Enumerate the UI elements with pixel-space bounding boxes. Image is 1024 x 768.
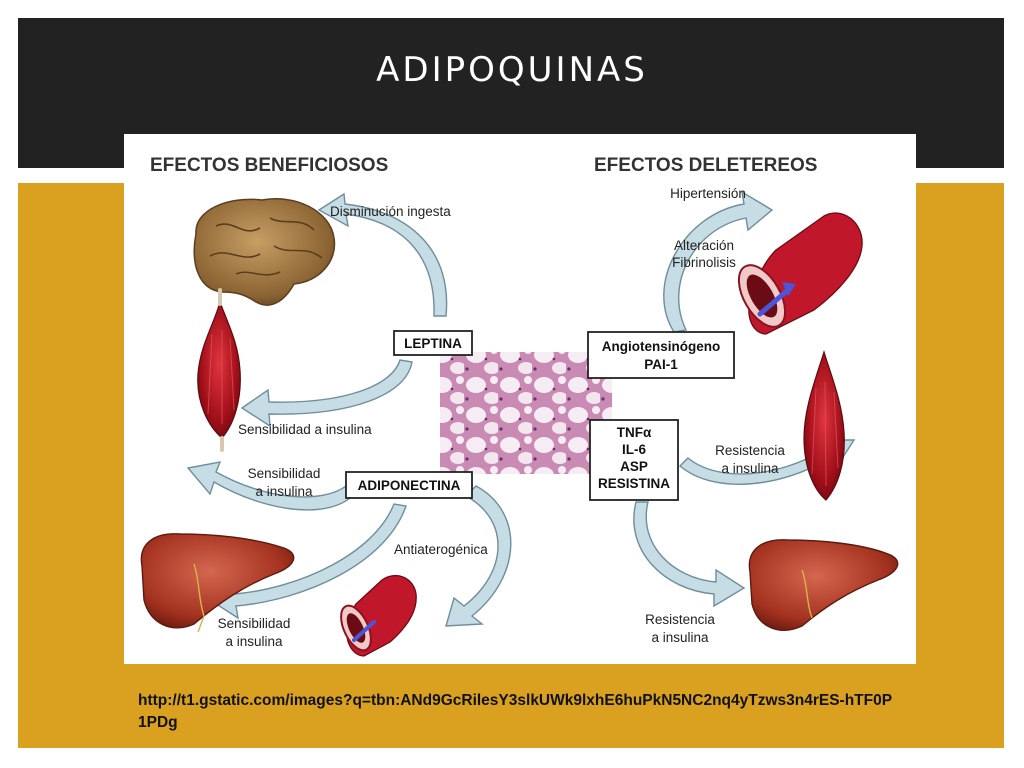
diagram-svg: EFECTOS BENEFICIOSOS EFECTOS DELETEREOS bbox=[140, 155, 899, 657]
label-resistencia-muscle-2: a insulina bbox=[721, 461, 779, 476]
adipokine-diagram: EFECTOS BENEFICIOSOS EFECTOS DELETEREOS bbox=[124, 134, 916, 664]
label-resistencia-liver-2: a insulina bbox=[651, 630, 709, 645]
adiponectina-label: ADIPONECTINA bbox=[358, 478, 461, 493]
label-sensibilidad-liver-2: a insulina bbox=[225, 634, 283, 649]
label-alteracion-2: Fibrinolisis bbox=[672, 255, 736, 270]
arrow-leptina-muscle bbox=[240, 359, 413, 428]
label-disminucion-ingesta: Disminución ingesta bbox=[330, 204, 451, 219]
label-antiaterogenica: Antiaterogénica bbox=[394, 542, 488, 557]
arrow-adiponectina-vessel bbox=[445, 485, 512, 627]
muscle-illustration-right bbox=[803, 349, 845, 501]
cytokine-box: TNFα IL-6 ASP RESISTINA bbox=[589, 419, 679, 501]
cytokine-line-2: IL-6 bbox=[622, 442, 646, 457]
cytokine-line-3: ASP bbox=[620, 459, 648, 474]
source-url: http://t1.gstatic.com/images?q=tbn:ANd9G… bbox=[138, 692, 893, 731]
liver-illustration-left bbox=[140, 533, 295, 633]
label-alteracion-1: Alteración bbox=[674, 238, 734, 253]
blood-vessel-illustration-upper bbox=[737, 212, 863, 335]
arrows bbox=[186, 190, 856, 627]
left-heading: EFECTOS BENEFICIOSOS bbox=[150, 155, 388, 176]
arrow-adiponectina-adipo bbox=[186, 461, 358, 511]
label-hipertension: Hipertensión bbox=[670, 186, 746, 201]
arrow-cytokines-liver bbox=[633, 501, 746, 608]
arrow-leptina-brain bbox=[317, 192, 448, 317]
cytokine-line-1: TNFα bbox=[617, 425, 652, 440]
arrow-cytokines-muscle bbox=[678, 439, 856, 485]
angiotensinogeno-line-2: PAI-1 bbox=[644, 357, 678, 372]
right-heading: EFECTOS DELETEREOS bbox=[594, 155, 817, 176]
blood-vessel-illustration-lower bbox=[340, 575, 417, 657]
label-resistencia-liver-1: Resistencia bbox=[645, 612, 715, 627]
angiotensinogeno-box: Angiotensinógeno PAI-1 bbox=[587, 331, 735, 379]
leptina-box: LEPTINA bbox=[393, 330, 473, 356]
slide-title: ADIPOQUINAS bbox=[376, 50, 648, 90]
liver-illustration-right bbox=[748, 539, 899, 631]
cytokine-line-4: RESISTINA bbox=[598, 476, 670, 491]
arrow-angiotensinogeno-vessel bbox=[663, 190, 774, 333]
label-sensibilidad-liver-1: Sensibilidad bbox=[218, 616, 291, 631]
label-sensibilidad-insulina-muscle: Sensibilidad a insulina bbox=[238, 422, 372, 437]
adiponectina-box: ADIPONECTINA bbox=[345, 471, 473, 499]
angiotensinogeno-line-1: Angiotensinógeno bbox=[602, 339, 721, 354]
label-resistencia-muscle-1: Resistencia bbox=[715, 443, 785, 458]
brain-illustration bbox=[193, 198, 336, 306]
adipose-tissue-image bbox=[440, 352, 612, 474]
label-sensibilidad-adipo-1: Sensibilidad bbox=[248, 466, 321, 481]
muscle-illustration-left bbox=[197, 288, 241, 452]
leptina-label: LEPTINA bbox=[404, 336, 462, 351]
label-sensibilidad-adipo-2: a insulina bbox=[255, 484, 313, 499]
